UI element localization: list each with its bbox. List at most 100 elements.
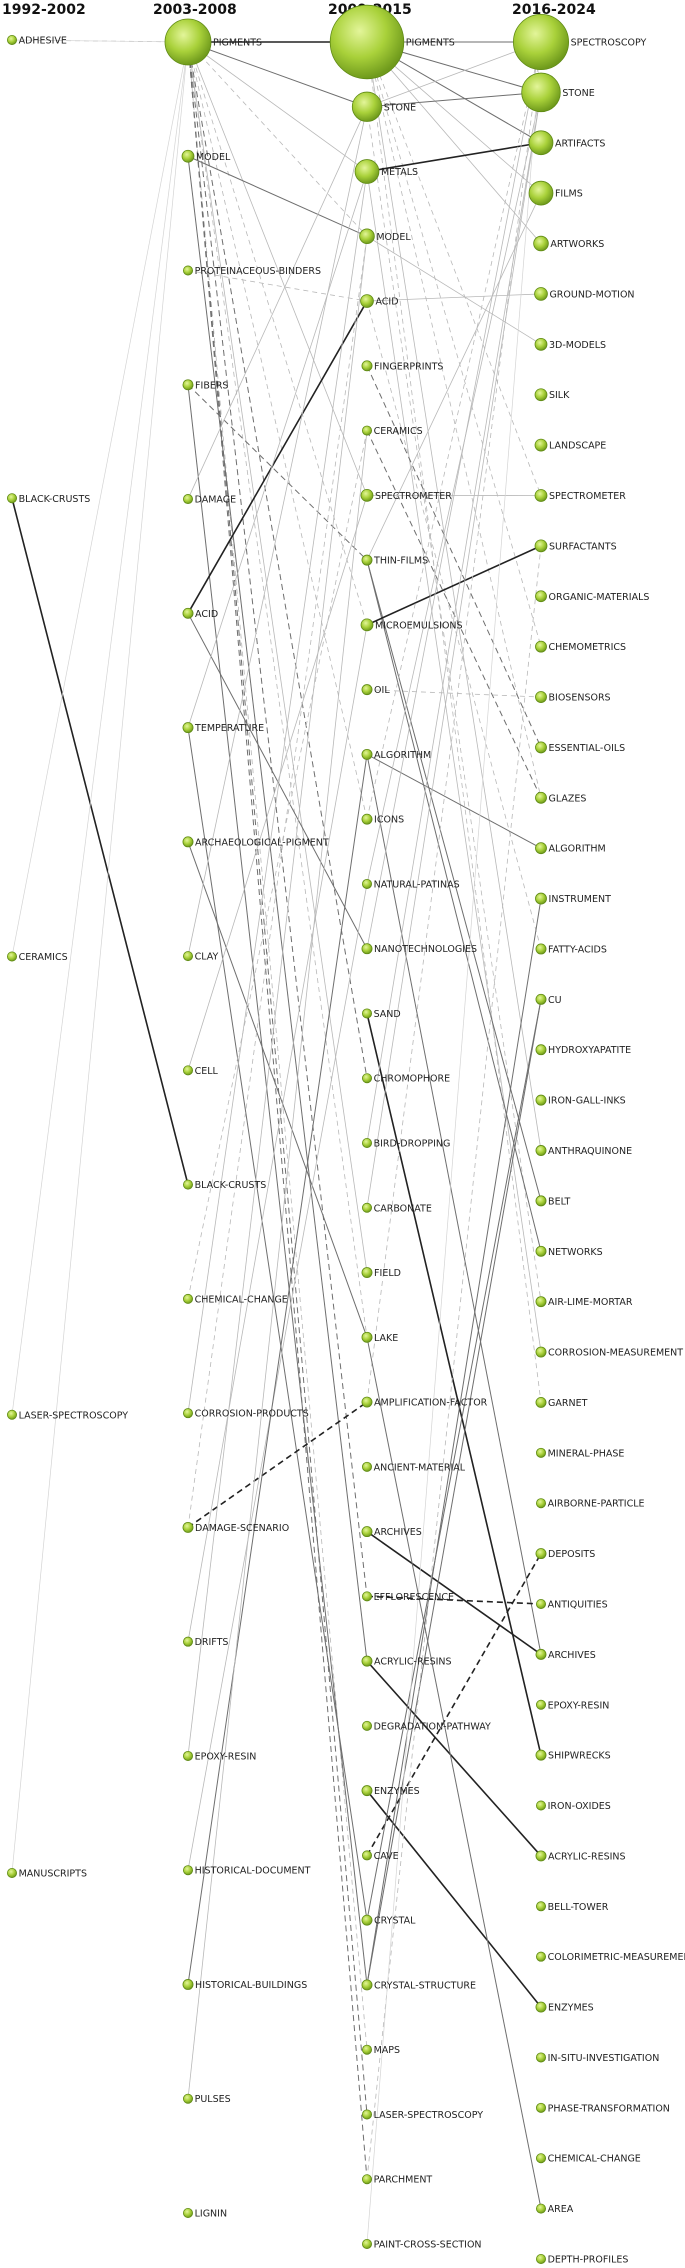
keyword-node-2009-2015-fingerprints[interactable]: FINGERPRINTS — [361, 360, 444, 373]
node-bubble[interactable] — [361, 748, 373, 760]
node-bubble[interactable] — [535, 1396, 547, 1408]
keyword-node-2016-2024-films[interactable]: FILMS — [528, 180, 583, 206]
node-bubble[interactable] — [361, 2174, 372, 2185]
keyword-node-1992-2002-black-crusts[interactable]: BLACK-CRUSTS — [7, 493, 90, 505]
keyword-node-2016-2024-antiquities[interactable]: ANTIQUITIES — [536, 1598, 608, 1610]
keyword-node-2016-2024-deposits[interactable]: DEPOSITS — [535, 1548, 595, 1561]
keyword-node-1992-2002-adhesive[interactable]: ADHESIVE — [7, 35, 67, 47]
keyword-node-2009-2015-microemulsions[interactable]: MICROEMULSIONS — [360, 618, 463, 631]
node-bubble[interactable] — [182, 2093, 193, 2104]
node-bubble[interactable] — [361, 425, 372, 436]
node-bubble[interactable] — [361, 1267, 373, 1278]
node-bubble[interactable] — [7, 35, 17, 46]
node-bubble[interactable] — [535, 842, 547, 855]
node-bubble[interactable] — [535, 741, 547, 754]
node-bubble[interactable] — [534, 388, 548, 402]
keyword-node-2016-2024-anthraquinone[interactable]: ANTHRAQUINONE — [535, 1145, 632, 1157]
node-bubble[interactable] — [536, 1498, 547, 1509]
node-bubble[interactable] — [351, 91, 383, 122]
node-bubble[interactable] — [359, 228, 375, 245]
keyword-node-2016-2024-essential-oils[interactable]: ESSENTIAL-OILS — [535, 741, 625, 754]
keyword-node-1992-2002-laser-spectroscopy[interactable]: LASER-SPECTROSCOPY — [7, 1409, 128, 1421]
keyword-node-2016-2024-epoxy-resin[interactable]: EPOXY-RESIN — [536, 1699, 609, 1711]
keyword-node-2003-2008-corrosion-products[interactable]: CORROSION-PRODUCTS — [182, 1408, 309, 1420]
keyword-node-2009-2015-parchment[interactable]: PARCHMENT — [361, 2174, 432, 2186]
node-bubble[interactable] — [535, 590, 547, 603]
node-bubble[interactable] — [534, 489, 548, 502]
node-bubble[interactable] — [536, 1447, 547, 1458]
node-bubble[interactable] — [361, 360, 373, 372]
node-bubble[interactable] — [361, 1720, 372, 1731]
keyword-node-2016-2024-cu[interactable]: CU — [535, 993, 562, 1006]
node-bubble[interactable] — [513, 13, 570, 71]
keyword-node-1992-2002-manuscripts[interactable]: MANUSCRIPTS — [7, 1868, 87, 1880]
keyword-node-2009-2015-amplification-factor[interactable]: AMPLIFICATION-FACTOR — [361, 1396, 488, 1409]
node-bubble[interactable] — [182, 836, 194, 848]
keyword-node-2009-2015-natural-patinas[interactable]: NATURAL-PATINAS — [361, 878, 460, 890]
node-bubble[interactable] — [536, 2253, 547, 2264]
node-bubble[interactable] — [361, 1526, 373, 1538]
node-bubble[interactable] — [164, 18, 212, 66]
node-bubble[interactable] — [182, 1521, 194, 1533]
keyword-node-2009-2015-acrylic-resins[interactable]: ACRYLIC-RESINS — [361, 1655, 452, 1668]
keyword-node-2016-2024-belt[interactable]: BELT — [535, 1195, 571, 1208]
keyword-node-2016-2024-spectroscopy[interactable]: SPECTROSCOPY — [513, 13, 647, 71]
node-bubble[interactable] — [361, 554, 373, 566]
keyword-node-2009-2015-acid[interactable]: ACID — [360, 294, 399, 308]
keyword-node-2016-2024-networks[interactable]: NETWORKS — [535, 1245, 603, 1258]
node-bubble[interactable] — [181, 149, 195, 163]
keyword-node-2009-2015-crystal[interactable]: CRYSTAL — [361, 1914, 416, 1927]
node-bubble[interactable] — [534, 438, 548, 452]
node-bubble[interactable] — [7, 951, 17, 962]
keyword-node-2016-2024-archives[interactable]: ARCHIVES — [535, 1648, 596, 1661]
keyword-node-2009-2015-algorithm[interactable]: ALGORITHM — [361, 748, 431, 761]
node-bubble[interactable] — [361, 2238, 372, 2249]
keyword-node-2016-2024-biosensors[interactable]: BIOSENSORS — [535, 691, 611, 704]
keyword-node-2016-2024-chemometrics[interactable]: CHEMOMETRICS — [535, 640, 626, 653]
keyword-node-2009-2015-field[interactable]: FIELD — [361, 1267, 401, 1279]
node-bubble[interactable] — [182, 1408, 193, 1419]
node-bubble[interactable] — [361, 1073, 372, 1084]
keyword-node-2016-2024-airborne-particle[interactable]: AIRBORNE-PARTICLE — [536, 1498, 645, 1510]
keyword-node-2009-2015-degradation-pathway[interactable]: DEGRADATION-PATHWAY — [361, 1720, 491, 1732]
keyword-node-2003-2008-historical-buildings[interactable]: HISTORICAL-BUILDINGS — [182, 1979, 307, 1991]
node-bubble[interactable] — [7, 1868, 17, 1879]
node-bubble[interactable] — [182, 1293, 193, 1304]
node-bubble[interactable] — [536, 1598, 547, 1609]
node-bubble[interactable] — [535, 691, 547, 703]
node-bubble[interactable] — [535, 640, 547, 653]
node-bubble[interactable] — [535, 1094, 547, 1106]
node-bubble[interactable] — [360, 488, 374, 502]
keyword-node-2003-2008-damage[interactable]: DAMAGE — [182, 494, 236, 506]
keyword-node-2009-2015-thin-films[interactable]: THIN-FILMS — [361, 554, 428, 567]
node-bubble[interactable] — [7, 493, 17, 504]
keyword-node-2003-2008-cell[interactable]: CELL — [182, 1065, 219, 1077]
node-bubble[interactable] — [182, 607, 194, 619]
keyword-node-2009-2015-archives[interactable]: ARCHIVES — [361, 1526, 422, 1539]
node-bubble[interactable] — [182, 494, 193, 505]
node-bubble[interactable] — [536, 1951, 547, 1962]
node-bubble[interactable] — [535, 1548, 547, 1560]
node-bubble[interactable] — [534, 539, 548, 553]
node-bubble[interactable] — [361, 1850, 372, 1861]
node-bubble[interactable] — [182, 722, 194, 734]
node-bubble[interactable] — [329, 4, 405, 80]
node-bubble[interactable] — [536, 2203, 547, 2214]
keyword-node-2016-2024-fatty-acids[interactable]: FATTY-ACIDS — [535, 943, 607, 956]
keyword-node-2016-2024-garnet[interactable]: GARNET — [535, 1396, 588, 1409]
keyword-node-2016-2024-corrosion-measurement[interactable]: CORROSION-MEASUREMENT — [535, 1346, 683, 1359]
node-bubble[interactable] — [528, 130, 554, 156]
keyword-node-2009-2015-enzymes[interactable]: ENZYMES — [361, 1785, 420, 1798]
node-bubble[interactable] — [361, 943, 373, 955]
node-bubble[interactable] — [534, 337, 548, 351]
node-bubble[interactable] — [536, 2052, 547, 2063]
node-bubble[interactable] — [535, 1245, 547, 1257]
keyword-node-2009-2015-nanotechnologies[interactable]: NANOTECHNOLOGIES — [361, 943, 477, 956]
keyword-node-2009-2015-carbonate[interactable]: CARBONATE — [361, 1202, 432, 1214]
node-bubble[interactable] — [528, 180, 554, 206]
node-bubble[interactable] — [535, 791, 547, 804]
node-bubble[interactable] — [361, 1461, 372, 1472]
node-bubble[interactable] — [536, 1800, 547, 1811]
keyword-node-2016-2024-3d-models[interactable]: 3D-MODELS — [534, 337, 606, 351]
node-bubble[interactable] — [182, 1065, 193, 1076]
